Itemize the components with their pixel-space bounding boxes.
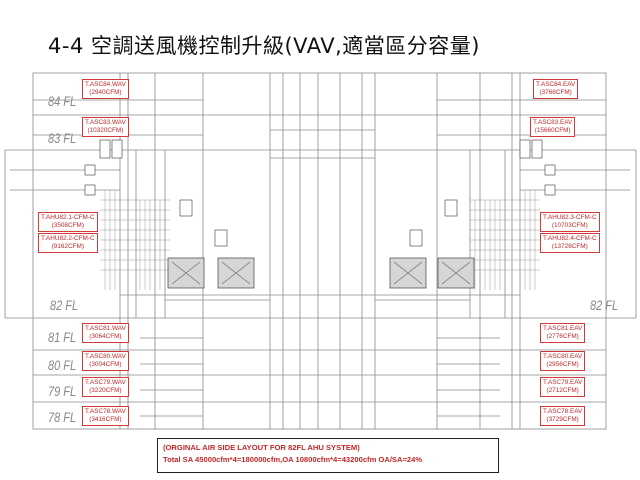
tag-asc84-eav: T.ASC84.EAV (3768CFM) [533,79,579,99]
note-line-2: Total SA 45000cfm*4=180000cfm,OA 10800cf… [163,455,423,464]
tag-flow: (2956CFM) [546,361,579,368]
tag-name: T.AHU82.4-CFM-C [543,235,597,242]
tag-name: T.ASC79.WAV [85,379,126,386]
tag-name: T.ASC81.EAV [543,325,583,332]
tag-asc81-wav: T.ASC81.WAV (3064CFM) [82,323,129,343]
tag-name: T.ASC78.EAV [543,408,583,415]
floor-label-82-right: 82 FL [590,298,619,314]
tag-name: T.ASC79.EAV [543,379,583,386]
tag-flow: (3004CFM) [89,361,122,368]
tag-flow: (2940CFM) [89,89,122,96]
floor-label-83: 83 FL [48,131,77,147]
tag-asc78-eav: T.ASC78.EAV (3729CFM) [540,406,586,426]
tag-name: T.ASC80.WAV [85,353,126,360]
tag-name: T.ASC84.WAV [85,81,126,88]
slide-title: 4-4 空調送風機控制升級(VAV,適當區分容量) [48,34,480,58]
tag-flow: (3220CFM) [89,387,122,394]
floor-label-84: 84 FL [48,94,77,110]
tag-name: T.AHU82.3-CFM-C [543,214,597,221]
tag-flow: (2776CFM) [546,333,579,340]
tag-flow: (10703CFM) [551,222,588,229]
tag-name: T.ASC83.WAV [85,119,126,126]
tag-asc78-wav: T.ASC78.WAV (3416CFM) [82,406,129,426]
tag-asc79-eav: T.ASC79.EAV (2712CFM) [540,377,586,397]
summary-note: (ORGINAL AIR SIDE LAYOUT FOR 82FL AHU SY… [157,438,499,473]
tag-name: T.AHU82.2-CFM-C [41,235,95,242]
floor-label-82-left: 82 FL [50,298,79,314]
tag-asc81-eav: T.ASC81.EAV (2776CFM) [540,323,586,343]
floor-label-78: 78 FL [48,410,77,426]
tag-ahu82-3: T.AHU82.3-CFM-C (10703CFM) [540,212,600,232]
tag-asc84-wav: T.ASC84.WAV (2940CFM) [82,79,129,99]
tag-ahu82-4: T.AHU82.4-CFM-C (13726CFM) [540,233,600,253]
tag-flow: (13726CFM) [551,243,588,250]
tag-asc83-eav: T.ASC83.EAV (15660CFM) [530,117,576,137]
tag-flow: (2712CFM) [546,387,579,394]
note-line-1: (ORGINAL AIR SIDE LAYOUT FOR 82FL AHU SY… [163,443,360,452]
tag-asc83-wav: T.ASC83.WAV (10320CFM) [82,117,129,137]
tag-flow: (15660CFM) [534,127,571,134]
tag-name: T.ASC81.WAV [85,325,126,332]
tag-asc80-eav: T.ASC80.EAV (2956CFM) [540,351,586,371]
tag-ahu82-2: T.AHU82.2-CFM-C (9162CFM) [38,233,98,253]
tag-flow: (3729CFM) [546,416,579,423]
floor-label-81: 81 FL [48,330,77,346]
tag-flow: (3508CFM) [51,222,84,229]
tag-asc79-wav: T.ASC79.WAV (3220CFM) [82,377,129,397]
tag-ahu82-1: T.AHU82.1-CFM-C (3508CFM) [38,212,98,232]
tag-name: T.ASC80.EAV [543,353,583,360]
tag-flow: (10320CFM) [87,127,124,134]
tag-name: T.AHU82.1-CFM-C [41,214,95,221]
tag-flow: (3768CFM) [539,89,572,96]
floor-label-80: 80 FL [48,358,77,374]
tag-name: T.ASC83.EAV [533,119,573,126]
tag-asc80-wav: T.ASC80.WAV (3004CFM) [82,351,129,371]
tag-flow: (9162CFM) [51,243,84,250]
tag-name: T.ASC84.EAV [536,81,576,88]
tag-name: T.ASC78.WAV [85,408,126,415]
floor-label-79: 79 FL [48,384,77,400]
tag-flow: (3416CFM) [89,416,122,423]
tag-flow: (3064CFM) [89,333,122,340]
